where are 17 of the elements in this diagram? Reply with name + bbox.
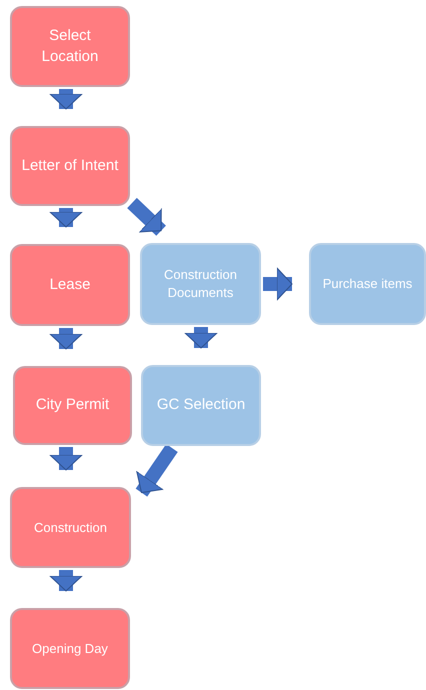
side-process-box: GC Selection — [141, 365, 261, 446]
side-process-box: Purchase items — [309, 243, 426, 325]
side-process-box: Construction Documents — [140, 243, 261, 325]
process-box: Construction — [10, 487, 131, 568]
process-box: Select Location — [10, 6, 130, 87]
block-arrow — [263, 268, 292, 300]
process-box: Letter of Intent — [10, 126, 130, 206]
block-arrow — [50, 208, 82, 228]
process-box: Opening Day — [10, 608, 130, 689]
block-arrow — [50, 89, 82, 110]
block-arrow — [136, 444, 178, 497]
process-box: City Permit — [13, 366, 132, 445]
process-box: Lease — [10, 244, 130, 326]
block-arrow — [127, 198, 166, 236]
block-arrow — [50, 570, 82, 592]
block-arrow — [184, 327, 218, 348]
block-arrow — [50, 328, 82, 350]
